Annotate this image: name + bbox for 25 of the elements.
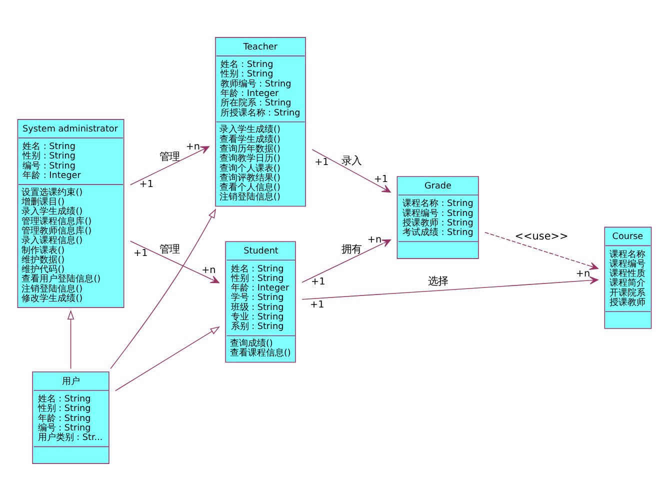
arrow xyxy=(484,231,598,270)
label: +n xyxy=(576,268,590,280)
label: +n xyxy=(202,264,216,276)
arrow xyxy=(130,146,210,185)
edge-label: 拥有 xyxy=(341,242,362,255)
arrow xyxy=(302,276,598,300)
label: +1 xyxy=(139,178,154,190)
label: +1 xyxy=(134,247,148,258)
edge-label: 选择 xyxy=(428,275,448,288)
arrow xyxy=(115,326,220,391)
label: +n xyxy=(367,234,382,246)
arrow xyxy=(110,208,216,368)
label: +n xyxy=(186,140,200,152)
edge-label: 录入 xyxy=(341,154,362,166)
edge-label: 管理 xyxy=(160,150,180,162)
arrow xyxy=(67,309,74,369)
label: +1 xyxy=(311,276,326,288)
arrow xyxy=(312,148,391,192)
edge-label: <<use>> xyxy=(514,230,568,242)
label: +1 xyxy=(310,299,324,310)
label: +1 xyxy=(374,173,388,184)
arrow xyxy=(302,238,391,282)
label: +1 xyxy=(314,156,329,168)
arrow xyxy=(130,240,220,283)
edge-label: 管理 xyxy=(160,242,180,255)
